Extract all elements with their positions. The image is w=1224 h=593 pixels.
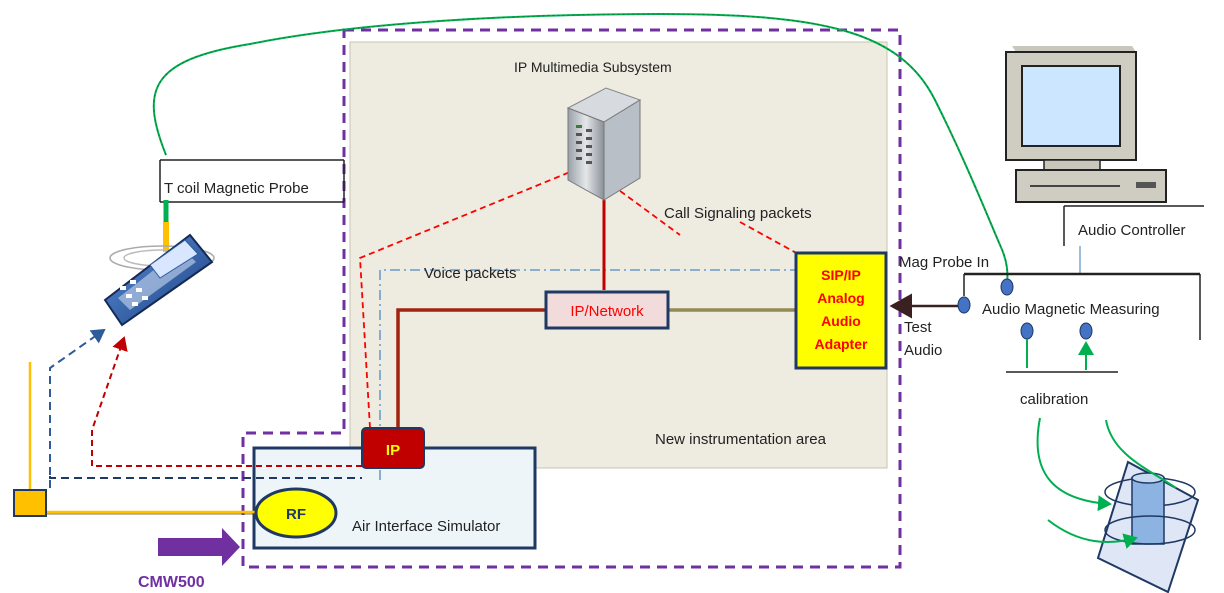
rf-ellipse — [254, 487, 338, 539]
computer-icon — [1005, 46, 1167, 203]
server-icon — [566, 87, 642, 201]
mobile-phone — [103, 233, 215, 327]
call-signaling-label: Call Signaling packets — [664, 205, 812, 222]
audio-magnetic-measuring-label: Audio Magnetic Measuring — [982, 301, 1160, 318]
air-interface-label: Air Interface Simulator — [352, 518, 500, 535]
adapter-box — [794, 251, 888, 370]
calibration-wire-bottom — [1047, 519, 1138, 549]
mag-probe-connector — [1000, 278, 1014, 296]
voice-packets-label: Voice packets — [424, 265, 517, 282]
calibration-label: calibration — [1020, 391, 1088, 408]
ip-to-ims-dashed — [359, 171, 571, 429]
tcoil-probe-label: T coil Magnetic Probe — [164, 180, 309, 197]
mag-probe-in-label: Mag Probe In — [899, 254, 989, 271]
adapter-line-1: SIP/IP — [821, 267, 861, 283]
navy-dashed — [49, 476, 362, 479]
test-audio-label-1: Test — [904, 319, 932, 336]
new-instrumentation-label: New instrumentation area — [655, 431, 827, 448]
ip-network-link — [396, 308, 546, 428]
ip-network-label: IP/Network — [570, 303, 644, 320]
audio-controller-label: Audio Controller — [1078, 222, 1186, 239]
antenna-coupler — [13, 489, 47, 517]
cmw500-arrow — [158, 528, 240, 566]
voice-packets-path — [379, 269, 796, 480]
uplink-dashed — [49, 328, 106, 488]
test-audio-connector — [957, 296, 971, 314]
calibration-connector-left — [1020, 322, 1034, 340]
calibration-wire-left — [1036, 417, 1112, 512]
adapter-line-4: Adapter — [815, 336, 868, 352]
calibration-coil-icon — [1096, 460, 1200, 593]
ims-title: IP Multimedia Subsystem — [514, 59, 672, 75]
rf-label: RF — [286, 506, 306, 523]
adapter-line-3: Audio — [821, 313, 861, 329]
downlink-dashed — [91, 336, 362, 467]
ip-network-box — [544, 290, 670, 330]
adapter-line-2: Analog — [817, 290, 864, 306]
probe-cable-texture — [153, 13, 1008, 286]
calibration-connector-right — [1079, 322, 1093, 340]
cmw500-label: CMW500 — [138, 574, 205, 591]
ip-box — [361, 427, 425, 469]
call-signaling-path — [611, 184, 801, 256]
calibration-wire-right — [1105, 419, 1177, 489]
ip-label: IP — [386, 442, 400, 459]
test-audio-label-2: Audio — [904, 342, 942, 359]
